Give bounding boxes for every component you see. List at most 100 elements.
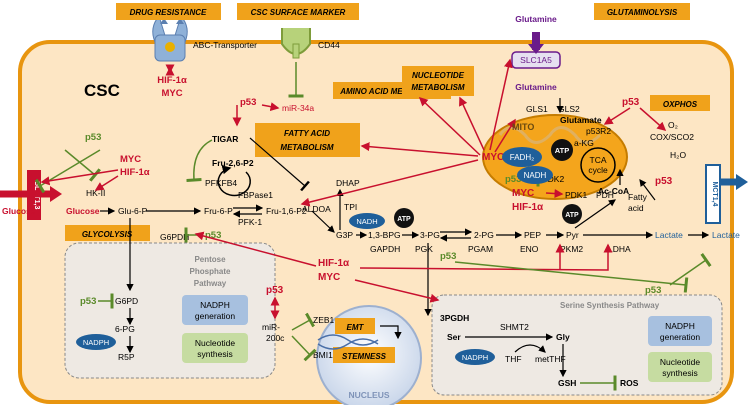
glycolysis-row: Glucose Glucose Glu-6-P Fru-6-P Fru-1,6-… xyxy=(2,168,740,317)
mir200c-2: 200c xyxy=(266,333,285,343)
nadph-ppp-node xyxy=(76,334,116,350)
serine-ros: ROS xyxy=(620,378,639,388)
nadph-ppp-label: NADPH xyxy=(83,338,109,347)
hif1a-center: HIF-1α xyxy=(318,258,350,269)
mct-label: MCT1,4 xyxy=(711,182,718,207)
header-labels: DRUG RESISTANCE CSC SURFACE MARKER GLUTA… xyxy=(116,3,690,20)
tca-label-1: TCA xyxy=(590,155,607,165)
ppp-nucleotide-box xyxy=(182,333,248,363)
nadph-serine-node xyxy=(455,349,495,365)
p53-tigar: p53 xyxy=(240,97,256,108)
ppp-r5p: R5P xyxy=(118,352,135,362)
p53-g6pdh: p53 xyxy=(205,230,221,241)
enzyme-fbpase1: FBPase1 xyxy=(238,190,273,200)
fadh2-node xyxy=(502,147,542,167)
ppp-g6pd: G6PD xyxy=(115,296,138,306)
metabolite-3pg: 3-PG xyxy=(420,230,440,240)
enzyme-eno: ENO xyxy=(520,244,539,254)
hif1a-pdk: HIF-1α xyxy=(512,202,544,213)
hif1a-drug: HIF-1α xyxy=(157,75,187,86)
enzyme-gls1: GLS1 xyxy=(526,104,548,114)
label-emt: EMT xyxy=(347,323,365,332)
nucleus-label: NUCLEUS xyxy=(348,390,389,400)
ppp-title-3: Pathway xyxy=(194,279,227,288)
enzyme-pdh: PDH xyxy=(596,190,614,200)
cox-sco2-label: COX/SCO2 xyxy=(650,132,694,142)
atp-pgk-label: ATP xyxy=(397,216,411,223)
fadh2-label: FADH₂ xyxy=(510,153,534,162)
metabolite-fru16p2: Fru-1,6-P2 xyxy=(266,206,307,216)
serine-gly: Gly xyxy=(556,332,570,342)
glucose-inside: Glucose xyxy=(66,206,100,216)
enzyme-pgk: PGK xyxy=(415,244,433,254)
enzyme-labels: HK-II PFKFB4 FBPase1 PFK-1 ALDOA TPI GAP… xyxy=(86,104,631,254)
ppp-nucleotide-1: Nucleotide xyxy=(195,338,235,348)
enzyme-ldha: LDHA xyxy=(608,244,631,254)
serine-shmt2: SHMT2 xyxy=(500,322,529,332)
p53-fatty: p53 xyxy=(655,176,673,187)
enzyme-gls2: GLS2 xyxy=(558,104,580,114)
slc1a5-label: SLC1A5 xyxy=(520,55,552,65)
p53r2-label: p53R2 xyxy=(586,126,611,136)
serine-nadph-gen-2: generation xyxy=(660,332,700,342)
nadh-glyco-node xyxy=(349,213,385,229)
p53-oxphos: p53 xyxy=(622,97,640,108)
label-glycolysis: GLYCOLYSIS xyxy=(82,230,133,239)
mir200c-1: miR- xyxy=(262,322,280,332)
acetyl-coa-label: Ac-CoA xyxy=(598,186,629,196)
serine-methf: metTHF xyxy=(535,354,566,364)
serine-nadph-gen-box xyxy=(648,316,712,346)
serine-title: Serine Synthesis Pathway xyxy=(560,301,660,310)
metabolite-2pg: 2-PG xyxy=(474,230,494,240)
o2-label: O₂ xyxy=(668,120,678,130)
ppp-title-2: Phosphate xyxy=(190,267,231,276)
mito-label: MITO xyxy=(512,122,534,132)
p53-g6pd: p53 xyxy=(80,296,96,307)
myc-drug: MYC xyxy=(161,88,182,99)
metabolite-pep: PEP xyxy=(524,230,541,240)
p53-mct: p53 xyxy=(645,285,661,296)
label-nucleotide-1: NUCLEOTIDE xyxy=(412,71,465,80)
enzyme-pfkfb4: PFKFB4 xyxy=(205,178,237,188)
lactate-inside: Lactate xyxy=(655,230,683,240)
serine-gsh: GSH xyxy=(558,378,576,388)
lactate-outside: Lactate xyxy=(712,230,740,240)
ppp-nadph-gen-1: NADPH xyxy=(200,300,230,310)
atp-mito-label: ATP xyxy=(555,146,569,155)
enzyme-pkm2: PKM2 xyxy=(560,244,583,254)
enzyme-pfk1: PFK-1 xyxy=(238,217,262,227)
ppp-6pg: 6-PG xyxy=(115,324,135,334)
myc-mito: MYC xyxy=(482,152,504,163)
tca-cycle xyxy=(580,147,616,183)
ppp-title-1: Pentose xyxy=(194,255,226,264)
p53-pdk2: p53 xyxy=(505,174,521,185)
label-fatty-acid-1: FATTY ACID xyxy=(284,129,330,138)
enzyme-pgam: PGAM xyxy=(468,244,493,254)
metabolite-g3p: G3P xyxy=(336,230,353,240)
enzyme-pdk1: PDK1 xyxy=(565,190,587,200)
h2o-label: H₂O xyxy=(670,150,686,160)
metabolite-fru6p: Fru-6-P xyxy=(204,206,233,216)
label-oxphos: OXPHOS xyxy=(663,100,698,109)
enzyme-aldoa: ALDOA xyxy=(302,204,331,214)
fatty-acid-label-1: Fatty xyxy=(628,192,648,202)
atp-mito-node xyxy=(551,139,573,161)
metabolite-dhap: DHAP xyxy=(336,178,360,188)
nadh-mito-node xyxy=(517,166,553,184)
enzyme-hk2: HK-II xyxy=(86,188,105,198)
csc-title: CSC xyxy=(84,81,120,100)
p53-left: p53 xyxy=(85,132,101,143)
glutamate-label: Glutamate xyxy=(560,115,602,125)
ppp-nadph-gen-box xyxy=(182,295,248,325)
ppp-nadph-gen-2: generation xyxy=(195,311,235,321)
abc-transporter-icon xyxy=(152,14,188,62)
tigar-label: TIGAR xyxy=(212,134,238,144)
serine-ser: Ser xyxy=(447,332,461,342)
label-glutaminolysis: GLUTAMINOLYSIS xyxy=(607,8,678,17)
p53-bottom: p53 xyxy=(440,251,456,262)
fatty-acid-label-2: acid xyxy=(628,203,644,213)
metabolite-glu6p: Glu-6-P xyxy=(118,206,148,216)
serine-thf: THF xyxy=(505,354,522,364)
enzyme-pdk2: PDK2 xyxy=(542,174,564,184)
